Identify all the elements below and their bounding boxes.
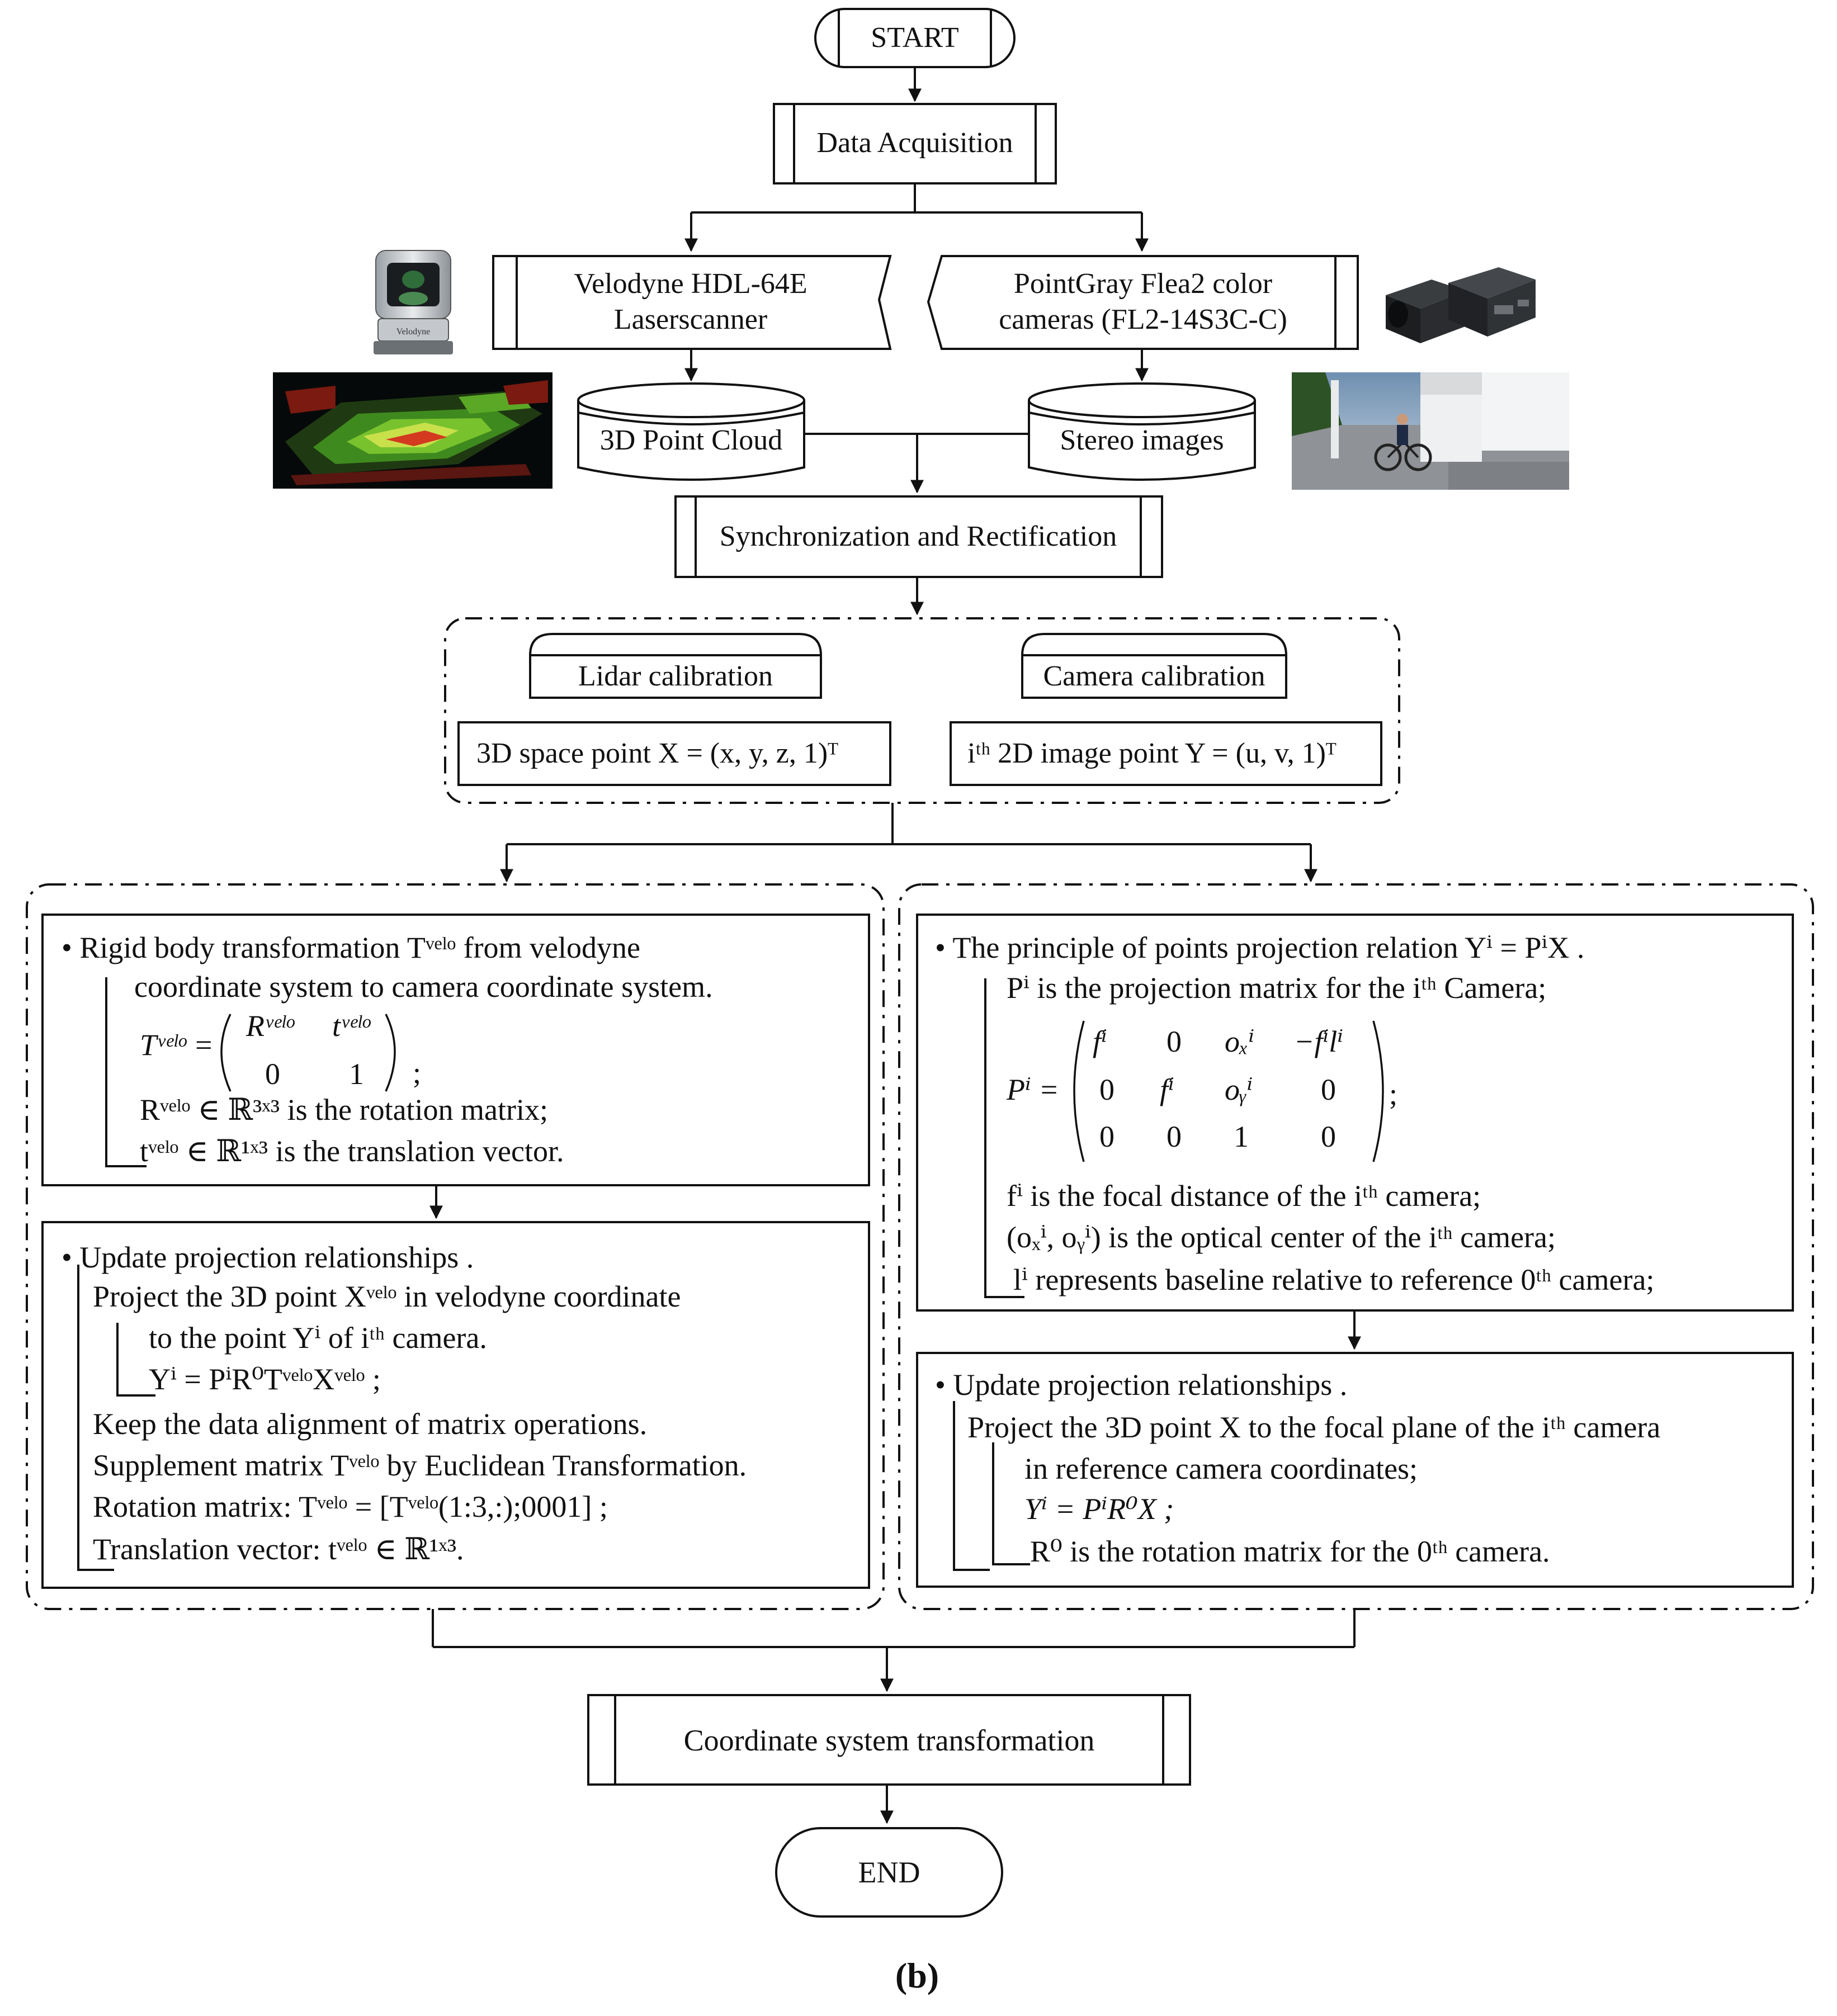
end-terminal	[775, 1827, 1003, 1918]
pointgray-label-1: PointGray Flea2 color	[1013, 268, 1273, 300]
principle-semicolon: ;	[1389, 1077, 1398, 1111]
rigid-line-2: coordinate system to camera coordinate s…	[134, 970, 713, 1004]
rigid-rotation: Rᵛᵉˡᵒ ∈ ℝ³ˣ³ is the rotation matrix;	[140, 1093, 549, 1127]
lidar-scanner-icon: Velodyne	[374, 250, 453, 354]
rigid-matrix-lhs: Tᵛᵉˡᵒ =	[140, 1028, 214, 1062]
principle-m11: fⁱ	[1093, 1025, 1107, 1058]
left-update-line-7: Translation vector: tᵛᵉˡᵒ ∈ ℝ¹ˣ³.	[93, 1532, 464, 1566]
left-update-box	[41, 1221, 870, 1589]
space-point-box	[457, 721, 891, 786]
right-update-line-2: in reference camera coordinates;	[1024, 1452, 1418, 1485]
velodyne-label-1: Velodyne HDL-64E	[574, 268, 807, 300]
principle-m34: 0	[1321, 1120, 1336, 1153]
principle-m24: 0	[1321, 1073, 1336, 1106]
right-panel-group	[898, 883, 1814, 1610]
street-photo-image	[1292, 372, 1569, 490]
pointgray-box	[927, 255, 1359, 350]
principle-m31: 0	[1099, 1120, 1115, 1153]
principle-box	[916, 914, 1794, 1312]
principle-line-4: lⁱ represents baseline relative to refer…	[1013, 1263, 1655, 1296]
point-cloud-store	[577, 382, 805, 481]
right-update-box	[916, 1352, 1794, 1588]
end-label: END	[858, 1856, 920, 1889]
velodyne-box	[492, 255, 892, 350]
principle-m13: oₓⁱ	[1225, 1025, 1255, 1058]
camera-calibration-label: Camera calibration	[1043, 660, 1265, 692]
right-update-line-3: Yⁱ = PⁱR⁰X ;	[1024, 1492, 1174, 1526]
lidar-calibration-box	[529, 633, 822, 699]
calibration-group	[444, 617, 1400, 804]
right-update-line-4: R⁰ is the rotation matrix for the 0ᵗʰ ca…	[1030, 1535, 1550, 1568]
principle-matrix-lhs: Pⁱ =	[1007, 1073, 1059, 1106]
coord-transform-label: Coordinate system transformation	[683, 1724, 1095, 1757]
principle-m32: 0	[1167, 1120, 1182, 1153]
sync-box	[674, 495, 1163, 578]
principle-m22: fⁱ	[1160, 1073, 1174, 1106]
rigid-matrix-t: tᵛᵉˡᵒ	[332, 1009, 370, 1043]
lidar-brand: Velodyne	[396, 327, 430, 337]
stereo-images-store	[1028, 382, 1256, 481]
image-point-box	[950, 721, 1382, 786]
rigid-matrix-r: Rᵛᵉˡᵒ	[246, 1009, 294, 1043]
camera-calibration-box	[1021, 633, 1287, 699]
left-update-bullet: • Update projection relationships .	[62, 1241, 474, 1274]
stereo-images-label: Stereo images	[1060, 424, 1224, 456]
left-update-line-5: Supplement matrix Tᵛᵉˡᵒ by Euclidean Tra…	[93, 1449, 747, 1482]
sync-label: Synchronization and Rectification	[719, 520, 1117, 552]
principle-m14: −fⁱlⁱ	[1294, 1025, 1344, 1058]
lidar-calibration-label: Lidar calibration	[578, 660, 773, 692]
left-update-line-6: Rotation matrix: Tᵛᵉˡᵒ = [Tᵛᵉˡᵒ(1:3,:);0…	[93, 1490, 608, 1523]
principle-line-2: fⁱ is the focal distance of the iᵗʰ came…	[1007, 1179, 1481, 1213]
principle-m33: 1	[1234, 1120, 1249, 1153]
data-acquisition-label: Data Acquisition	[816, 127, 1013, 159]
velodyne-label-2: Laserscanner	[613, 304, 768, 335]
rigid-matrix-1: 1	[349, 1057, 364, 1091]
rigid-bullet: • Rigid body transformation Tᵛᵉˡᵒ from v…	[62, 931, 640, 964]
left-update-line-3: Yⁱ = PⁱR⁰TᵛᵉˡᵒXᵛᵉˡᵒ ;	[149, 1362, 381, 1396]
principle-m12: 0	[1167, 1025, 1182, 1058]
point-cloud-label: 3D Point Cloud	[599, 424, 783, 456]
principle-line-1: Pⁱ is the projection matrix for the iᵗʰ …	[1007, 971, 1547, 1005]
rigid-semicolon: ;	[413, 1056, 422, 1090]
point-cloud-image	[273, 372, 552, 489]
rigid-translation: tᵛᵉˡᵒ ∈ ℝ¹ˣ³ is the translation vector.	[140, 1134, 564, 1168]
coord-transform-box	[587, 1694, 1191, 1786]
left-update-line-2: to the point Yⁱ of iᵗʰ camera.	[149, 1321, 487, 1355]
left-panel-group	[26, 883, 885, 1610]
principle-line-3: (oₓⁱ, oᵧⁱ) is the optical center of the …	[1007, 1220, 1556, 1254]
principle-bullet: • The principle of points projection rel…	[935, 931, 1585, 964]
rigid-matrix-0: 0	[265, 1057, 280, 1091]
start-label: START	[871, 22, 959, 54]
right-update-line-1: Project the 3D point X to the focal plan…	[967, 1411, 1661, 1444]
space-point-label: 3D space point X = (x, y, z, 1)ᵀ	[476, 737, 838, 769]
figure-caption: (b)	[895, 1956, 939, 1995]
pointgray-label-2: cameras (FL2-14S3C-C)	[999, 304, 1287, 335]
rigid-transform-box	[41, 914, 870, 1186]
left-update-line-1: Project the 3D point Xᵛᵉˡᵒ in velodyne c…	[93, 1280, 681, 1313]
image-point-label: iᵗʰ 2D image point Y = (u, v, 1)ᵀ	[967, 737, 1337, 769]
right-update-bullet: • Update projection relationships .	[935, 1368, 1348, 1402]
principle-m21: 0	[1099, 1073, 1115, 1106]
principle-m23: oᵧⁱ	[1225, 1073, 1253, 1106]
stereo-camera-icon	[1386, 267, 1536, 343]
left-update-line-4: Keep the data alignment of matrix operat…	[93, 1407, 648, 1441]
